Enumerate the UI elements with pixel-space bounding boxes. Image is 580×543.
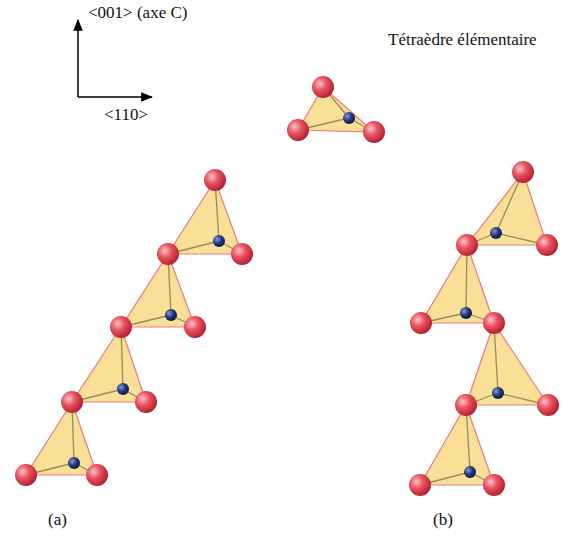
central-atom (490, 227, 502, 239)
tetrahedron-face (72, 327, 146, 402)
tetrahedron (121, 254, 195, 327)
110-axis-arrow (78, 96, 152, 98)
tetrahedron (298, 87, 374, 132)
oxygen-atom (536, 234, 558, 256)
oxygen-atom (483, 312, 505, 334)
oxygen-atom (312, 76, 334, 98)
oxygen-atom (456, 234, 478, 256)
oxygen-atom (86, 464, 108, 486)
figure-label: Tétraèdre élémentaire (388, 31, 537, 50)
oxygen-atom (409, 474, 431, 496)
oxygen-atom (61, 391, 83, 413)
oxygen-atom (110, 316, 132, 338)
tetrahedron (26, 402, 97, 475)
tetrahedron-face (121, 254, 195, 327)
axis-arrows (78, 20, 152, 97)
axis-label: <001> (axe C) (88, 4, 187, 23)
oxygen-atom (231, 243, 253, 265)
central-atom (464, 466, 476, 478)
tetrahedron-face (298, 87, 374, 132)
oxygen-atom (184, 316, 206, 338)
tetrahedron-faces (26, 87, 548, 485)
oxygen-atom (410, 312, 432, 334)
oxygen-atom (537, 394, 559, 416)
tetrahedron (168, 180, 242, 254)
tetrahedron-face (26, 402, 97, 475)
oxygen-atom (455, 394, 477, 416)
oxygen-atom (15, 464, 37, 486)
axis-label: <110> (104, 106, 148, 125)
central-atom (165, 309, 177, 321)
tetrahedron (467, 172, 547, 245)
oxygen-atom (135, 391, 157, 413)
oxygen-atom (157, 243, 179, 265)
central-atom (460, 307, 472, 319)
central-atom (213, 235, 225, 247)
tetrahedron-face (420, 405, 494, 485)
tetrahedron-face (421, 245, 494, 323)
oxygen-atom (363, 121, 385, 143)
panel-label: (b) (433, 511, 453, 530)
tetrahedron-face (168, 180, 242, 254)
oxygen-atom (483, 474, 505, 496)
tetrahedron-face (466, 323, 548, 405)
tetrahedron (466, 323, 548, 405)
tetrahedron (72, 327, 146, 402)
oxygen-atom (287, 119, 309, 141)
oxygen-atom (204, 169, 226, 191)
tetrahedron-face (467, 172, 547, 245)
central-atom (117, 383, 129, 395)
oxygen-atom (512, 161, 534, 183)
central-atom (343, 112, 355, 124)
panel-label: (a) (48, 511, 67, 530)
tetrahedron (420, 405, 494, 485)
central-atom (68, 457, 80, 469)
central-atom (492, 387, 504, 399)
tetrahedron (421, 245, 494, 323)
c-axis-arrow (77, 20, 79, 97)
atoms (15, 76, 559, 496)
